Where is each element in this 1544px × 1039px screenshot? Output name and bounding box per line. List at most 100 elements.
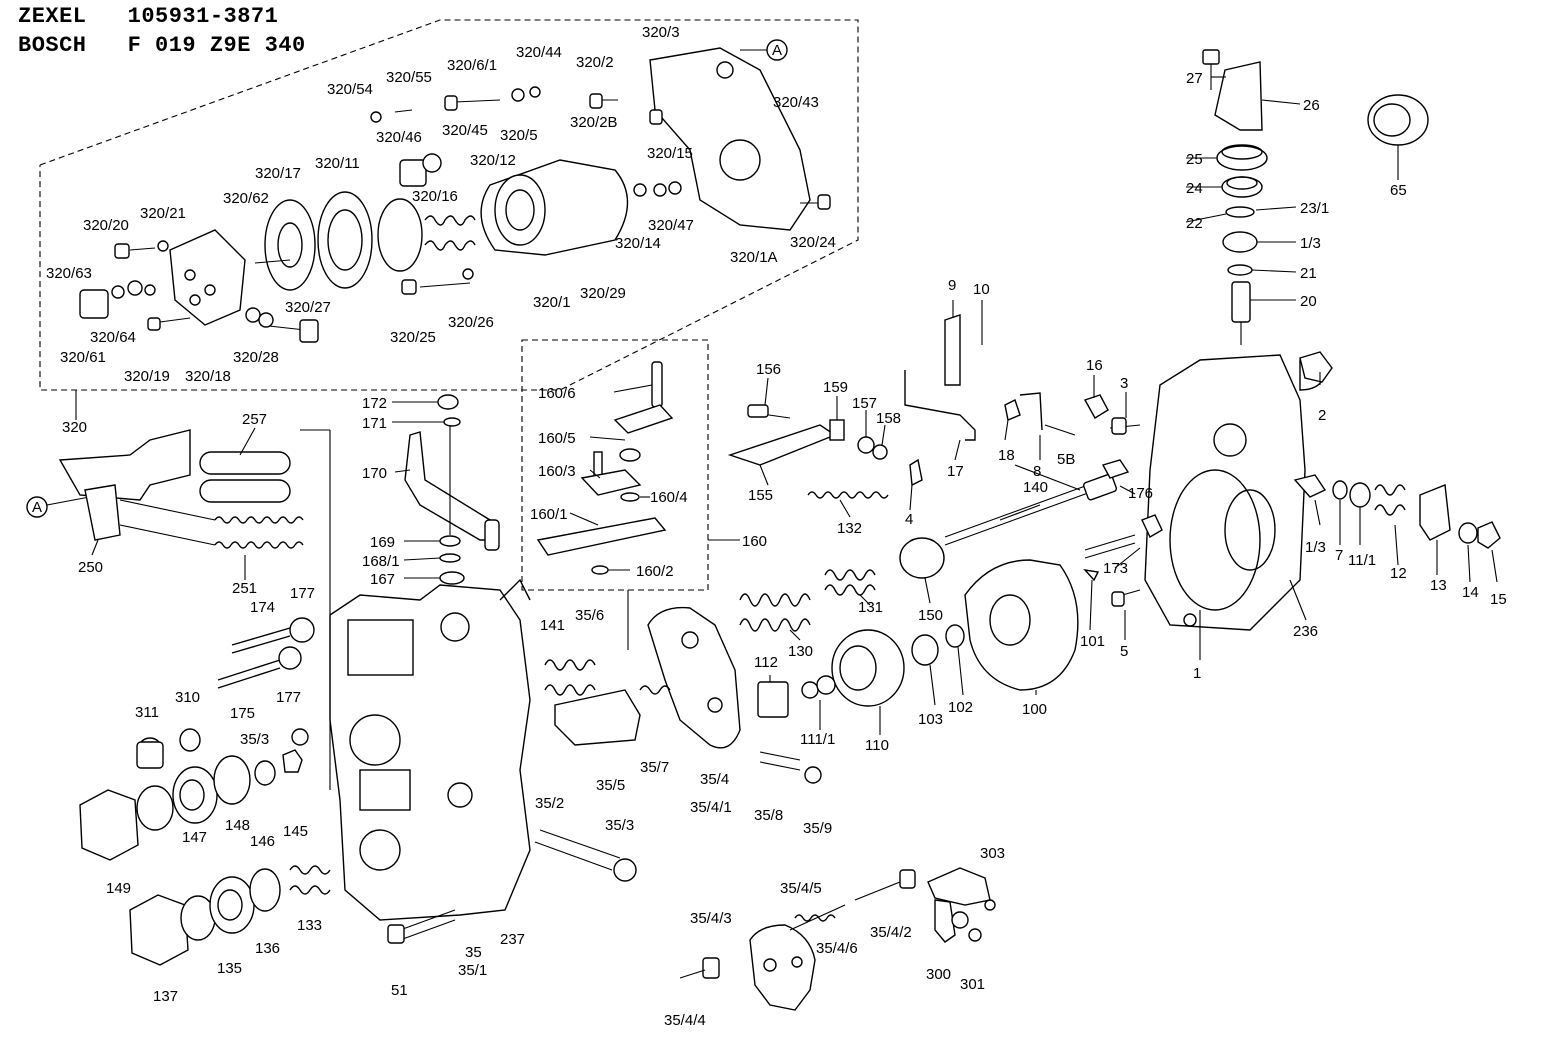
callout: 147: [182, 829, 207, 846]
delivery-valve-stack: [1202, 49, 1429, 345]
callout: 150: [918, 607, 943, 624]
callout: 136: [255, 940, 280, 957]
callout: 320/43: [773, 94, 819, 111]
callout: 35/4/5: [780, 880, 822, 897]
callout: 9: [948, 277, 956, 294]
callout: 320/25: [390, 329, 436, 346]
callout: 320/1: [533, 294, 571, 311]
group-160-boundary: [521, 339, 709, 591]
leader-lines: [91, 76, 1498, 735]
callout: 176: [1128, 485, 1153, 502]
callout: 320/12: [470, 152, 516, 169]
callout: 7: [1335, 547, 1343, 564]
assembly-160: [536, 361, 674, 650]
callout: 320/16: [412, 188, 458, 205]
callout: 140: [1023, 479, 1048, 496]
callout: 111/1: [800, 731, 835, 748]
callout: 51: [391, 982, 408, 999]
callout: 320/18: [185, 368, 231, 385]
callout: 8: [1033, 463, 1041, 480]
callout: 251: [232, 580, 257, 597]
callout: 1/3: [1300, 235, 1321, 252]
callout: 18: [998, 447, 1015, 464]
callout: 310: [175, 689, 200, 706]
marker-a-top: A: [740, 39, 788, 61]
callout: 320/17: [255, 165, 301, 182]
callout: 141: [540, 617, 565, 634]
callout: 2: [1318, 407, 1326, 424]
callout: 160: [742, 533, 767, 550]
callout: 35: [465, 944, 482, 961]
callout: 3: [1120, 375, 1128, 392]
callout: 133: [297, 917, 322, 934]
callout: 35/6: [575, 607, 604, 624]
callout: 16: [1086, 357, 1103, 374]
callout: 236: [1293, 623, 1318, 640]
callout: 5: [1120, 643, 1128, 660]
callout: 257: [242, 411, 267, 428]
callout: 320/19: [124, 368, 170, 385]
callout: 172: [362, 395, 387, 412]
assembly-35-4: [679, 867, 996, 1011]
header-line-zexel: ZEXEL 105931-3871: [18, 4, 279, 29]
callout: 320/6/1: [447, 57, 497, 74]
callout: 160/3: [538, 463, 576, 480]
callout: 35/4/6: [816, 940, 858, 957]
callout: 101: [1080, 633, 1105, 650]
callout-labels: 320/3 320/2 320/44 320/6/1 320/55 320/54…: [46, 24, 1507, 1029]
callout: 35/3: [605, 817, 634, 834]
callout: 4: [905, 511, 913, 528]
callout: 320/11: [315, 155, 360, 172]
callout: 135: [217, 960, 242, 977]
callout: 156: [756, 361, 781, 378]
callout: 157: [852, 395, 877, 412]
callout: 167: [370, 571, 395, 588]
callout: 168/1: [362, 553, 400, 570]
callout: 320/64: [90, 329, 136, 346]
center-components: [534, 314, 1118, 882]
pump-body-center: [300, 429, 531, 921]
callout: 158: [876, 410, 901, 427]
callout: 145: [283, 823, 308, 840]
callout: 148: [225, 817, 250, 834]
callout: 21: [1300, 265, 1317, 282]
callout: 320/46: [376, 129, 422, 146]
callout: 137: [153, 988, 178, 1005]
callout: 155: [748, 487, 773, 504]
callout: 320/62: [223, 190, 269, 207]
callout: 35/2: [535, 795, 564, 812]
callout: 110: [865, 737, 889, 754]
callout: 35/9: [803, 820, 832, 837]
marker-a-left: A: [26, 494, 101, 518]
callout: 102: [948, 699, 973, 716]
callout: 177: [290, 585, 315, 602]
group-320-boundary: [39, 19, 859, 420]
callout: 159: [823, 379, 848, 396]
callout: 25: [1186, 151, 1203, 168]
callout: 112: [754, 654, 778, 671]
callout: 320/55: [386, 69, 432, 86]
callout: 250: [78, 559, 103, 576]
callout: 20: [1300, 293, 1317, 310]
callout: 175: [230, 705, 255, 722]
callout: 12: [1390, 565, 1407, 582]
callout: 13: [1430, 577, 1447, 594]
callout: 320/2: [576, 54, 614, 71]
callout: 103: [918, 711, 943, 728]
callout: 14: [1462, 584, 1479, 601]
callout: 1/3: [1305, 539, 1326, 556]
callout: 320/20: [83, 217, 129, 234]
callout: 27: [1186, 70, 1203, 87]
callout: 131: [858, 599, 883, 616]
callout: 303: [980, 845, 1005, 862]
callout: 130: [788, 643, 813, 660]
callout: 320/47: [648, 217, 694, 234]
callout: 10: [973, 281, 990, 298]
callout: 320/3: [642, 24, 680, 41]
callout: 100: [1022, 701, 1047, 718]
callout: 35/4/3: [690, 910, 732, 927]
callout: 35/7: [640, 759, 669, 776]
callout: 320/26: [448, 314, 494, 331]
callout: 174: [250, 599, 275, 616]
